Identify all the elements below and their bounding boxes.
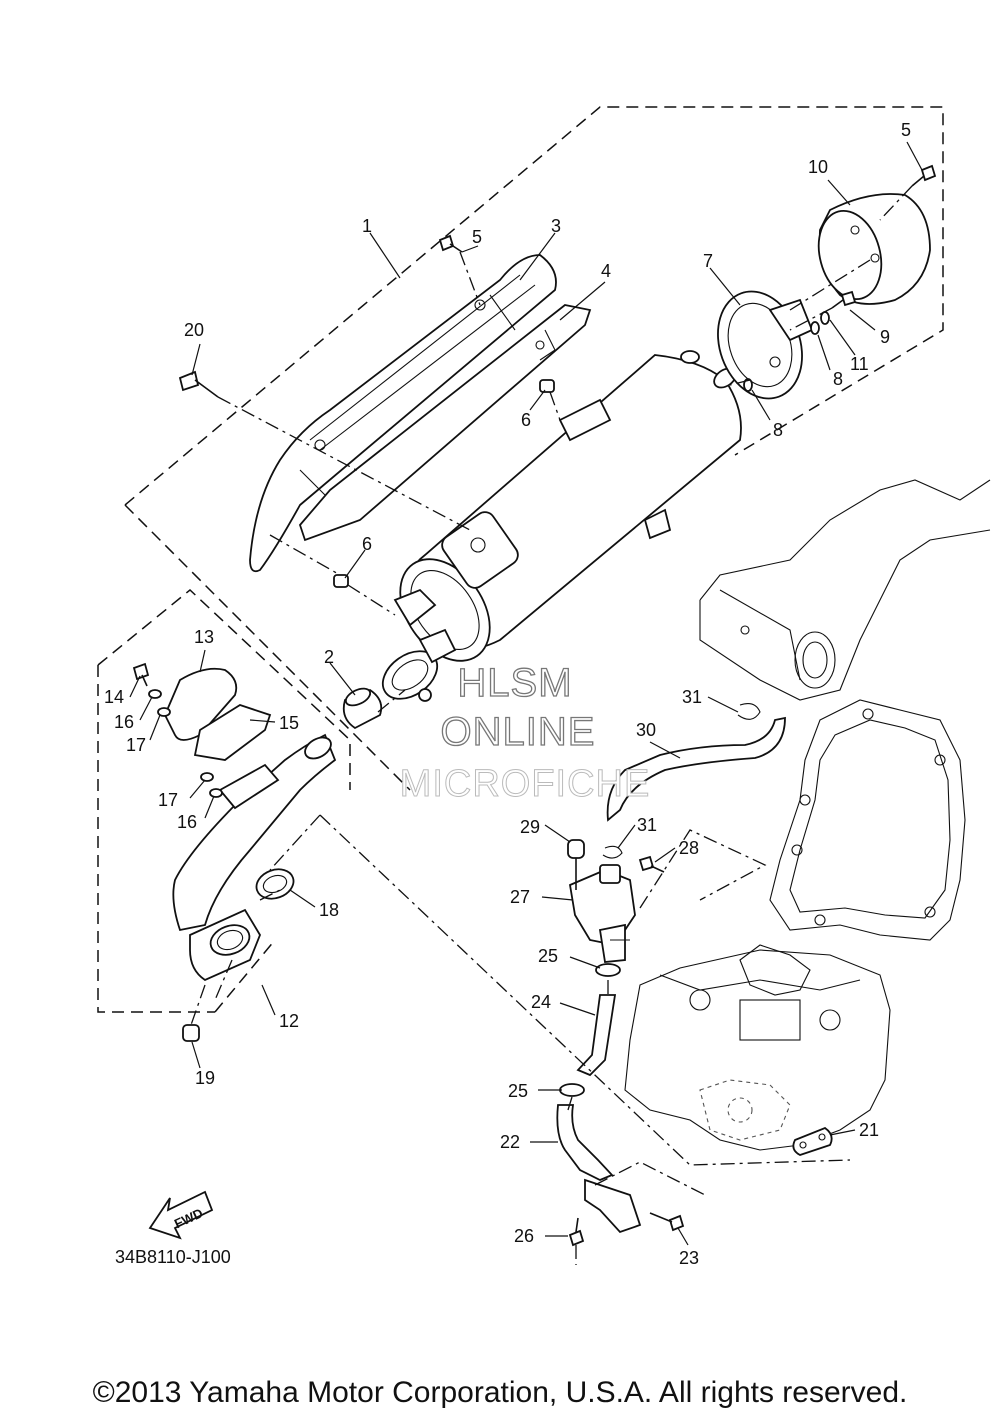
alignment-lines <box>190 185 913 1265</box>
label-24: 24 <box>531 992 551 1012</box>
exhaust-protector <box>164 667 272 761</box>
label-17-top: 17 <box>126 735 146 755</box>
cylinder-head-outline <box>624 944 891 1151</box>
label-13: 13 <box>194 627 214 647</box>
air-induction-system <box>556 703 833 1247</box>
label-25-bottom: 25 <box>508 1081 528 1101</box>
label-26: 26 <box>514 1226 534 1246</box>
label-17-bottom: 17 <box>158 790 178 810</box>
label-6-top: 6 <box>521 410 531 430</box>
gasket <box>342 687 383 730</box>
leader-lines <box>129 141 923 1246</box>
label-1: 1 <box>362 216 372 236</box>
label-23: 23 <box>679 1248 699 1268</box>
label-5-right: 5 <box>901 120 911 140</box>
heat-shield-plate <box>298 304 592 542</box>
label-4: 4 <box>601 261 611 281</box>
label-8-bottom: 8 <box>773 420 783 440</box>
label-22: 22 <box>500 1132 520 1152</box>
label-14: 14 <box>104 687 124 707</box>
label-18: 18 <box>319 900 339 920</box>
label-31-top: 31 <box>682 687 702 707</box>
label-28: 28 <box>679 838 699 858</box>
exhaust-pipe-assembly-boundary <box>97 589 351 1013</box>
label-31-bottom: 31 <box>637 815 657 835</box>
watermark-line2: ONLINE <box>441 710 596 754</box>
muffler-tail-cover <box>817 193 931 305</box>
label-5-left: 5 <box>472 227 482 247</box>
muffler-body <box>393 350 742 662</box>
watermark-line3: MICROFICHE <box>400 763 651 805</box>
bolts-and-nuts <box>132 164 937 1042</box>
engine-case-gasket-outline <box>769 699 966 941</box>
watermark: HLSM ONLINE MICROFICHE <box>399 660 651 805</box>
fwd-arrow: FWD <box>148 1190 214 1240</box>
label-16-top: 16 <box>114 712 134 732</box>
muffler-inlet-clamp <box>381 628 457 702</box>
label-12: 12 <box>279 1011 299 1031</box>
copyright-notice: ©2013 Yamaha Motor Corporation, U.S.A. A… <box>92 1376 908 1409</box>
watermark-line1: HLSM <box>457 661 572 705</box>
label-30: 30 <box>636 720 656 740</box>
muffler-assembly-boundary <box>124 106 944 791</box>
engine-crankcase-outline <box>699 479 991 701</box>
label-21: 21 <box>859 1120 879 1140</box>
heat-shield-cover <box>249 254 557 573</box>
label-9: 9 <box>880 327 890 347</box>
label-20: 20 <box>184 320 204 340</box>
label-11: 11 <box>850 354 869 374</box>
diagram-code: 34B8110-J100 <box>115 1247 231 1267</box>
label-8-right: 8 <box>833 369 843 389</box>
label-15: 15 <box>279 713 299 733</box>
label-6-bottom: 6 <box>362 534 372 554</box>
label-29: 29 <box>520 817 540 837</box>
label-19: 19 <box>195 1068 215 1088</box>
label-16-bottom: 16 <box>177 812 197 832</box>
label-3: 3 <box>551 216 561 236</box>
label-2: 2 <box>324 647 334 667</box>
label-27: 27 <box>510 887 530 907</box>
label-10: 10 <box>808 157 828 177</box>
label-7: 7 <box>703 251 713 271</box>
label-25-top: 25 <box>538 946 558 966</box>
exhaust-pipe <box>172 733 337 982</box>
muffler-end-cap <box>717 290 814 400</box>
part-labels: 1 2 3 4 5 5 6 6 7 8 8 9 10 11 12 13 14 1… <box>104 120 911 1268</box>
